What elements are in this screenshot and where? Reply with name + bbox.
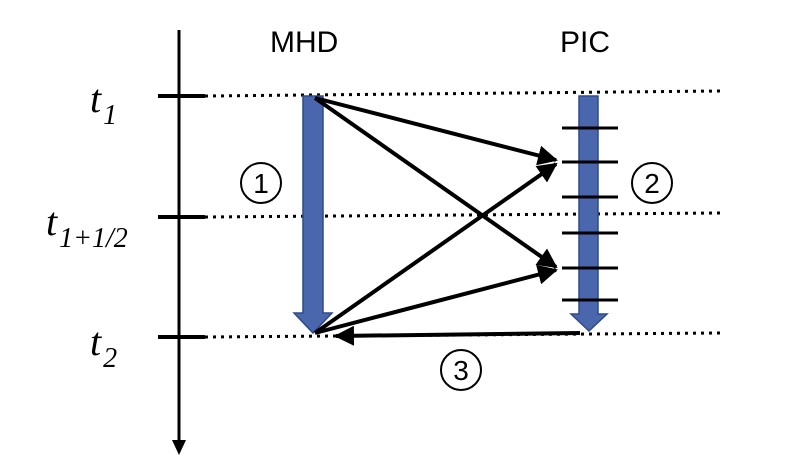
time-axis-arrowhead [172,440,186,455]
time-label-t2-sub: 2 [103,343,117,374]
step-1-circle [240,162,282,204]
step-1-number: 1 [253,168,269,199]
dotted-line-t-half [204,211,721,219]
step-3-number: 3 [453,355,469,386]
arrow-mhd-t2-to-pic-upper [313,162,558,335]
step-1-badge: 1 [240,162,282,204]
mhd-label: MHD [270,26,338,59]
time-label-t1: t1 [90,76,117,131]
pic-label: PIC [560,26,610,59]
arrow-mhd-t1-to-pic-upper [314,96,558,166]
step-2-badge: 2 [631,162,673,204]
step-3-badge: 3 [440,349,482,391]
mhd-step-arrow [292,95,334,335]
pic-substep-ticks [562,126,618,302]
time-label-t2: t2 [90,319,117,374]
time-label-t-half-sub: 1+1/2 [59,223,128,254]
step-2-circle [631,162,673,204]
time-label-t2-base: t [90,319,102,364]
time-label-t1-sub: 1 [103,100,117,131]
pic-step-arrow [569,95,609,333]
arrow-mhd-t2-to-pic-lower [314,264,558,335]
time-label-t1-base: t [90,76,102,121]
arrow-mhd-t1-to-pic-lower [313,96,558,269]
time-label-t-half: t1+1/2 [46,199,128,254]
time-label-t-half-base: t [46,199,58,244]
step-3-circle [440,349,482,391]
arrow-pic-to-mhd-feedback [334,325,581,346]
step-2-number: 2 [644,168,660,199]
dotted-line-t1 [204,89,721,98]
